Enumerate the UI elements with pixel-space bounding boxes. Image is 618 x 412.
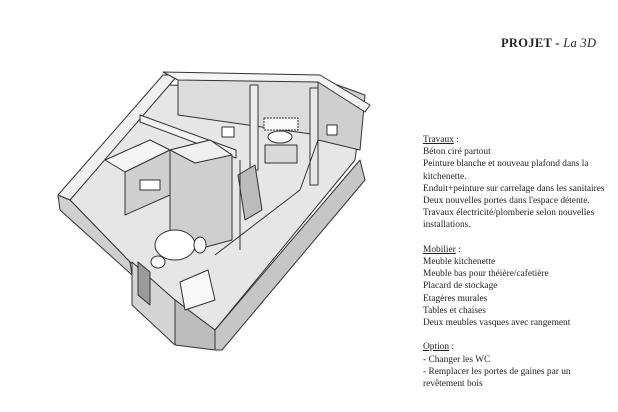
colon: : bbox=[453, 135, 459, 145]
table bbox=[154, 229, 196, 261]
partition-right bbox=[309, 87, 319, 186]
partition-bath bbox=[249, 84, 259, 171]
mobilier-item: Placard de stockage bbox=[423, 281, 498, 292]
option-item: revêtement bois bbox=[423, 379, 483, 390]
mobilier-item: Deux meubles vasques avec rangement bbox=[423, 318, 571, 329]
travaux-item: Deux nouvelles portes dans l'espace déte… bbox=[423, 196, 590, 207]
wc bbox=[221, 126, 235, 138]
title-sub: La 3D bbox=[563, 36, 597, 50]
mobilier-heading: Mobilier : bbox=[423, 244, 613, 256]
colon: : bbox=[455, 244, 461, 255]
wall-top-edge bbox=[162, 71, 371, 113]
travaux-item: Enduit+peinture sur carrelage dans les s… bbox=[423, 183, 605, 194]
option-heading: Option : bbox=[423, 341, 613, 353]
travaux-item: kitchenette. bbox=[423, 171, 467, 182]
travaux-item: Travaux électricité/plomberie selon nouv… bbox=[423, 208, 595, 219]
option-item: - Changer les WC bbox=[423, 354, 491, 365]
travaux-heading-text: Travaux bbox=[423, 135, 454, 145]
mobilier-item: Meuble kitchenette bbox=[423, 257, 496, 268]
mobilier-item: Tables et chaises bbox=[423, 305, 486, 316]
travaux-item: installations. bbox=[423, 220, 471, 231]
travaux-heading: Travaux : bbox=[423, 134, 613, 146]
page-title: PROJET - La 3D bbox=[501, 36, 596, 51]
travaux-item: Peinture blanche et nouveau plafond dans… bbox=[423, 159, 589, 170]
colon: : bbox=[449, 342, 454, 353]
title-main: PROJET - bbox=[501, 36, 564, 50]
mobilier-heading-text: Mobilier bbox=[423, 244, 456, 255]
option-heading-text: Option bbox=[423, 342, 450, 353]
project-notes: Travaux : Béton ciré partout Peinture bl… bbox=[423, 134, 613, 390]
mobilier-item: Etagères murales bbox=[423, 293, 488, 304]
option-item: - Remplacer les portes de gaines par un bbox=[423, 366, 571, 377]
door bbox=[137, 261, 151, 306]
mobilier-item: Meuble bas pour théière/cafetière bbox=[423, 269, 549, 280]
wall-right bbox=[214, 159, 366, 351]
travaux-item: Béton ciré partout bbox=[423, 147, 491, 158]
washbasin bbox=[267, 130, 293, 144]
